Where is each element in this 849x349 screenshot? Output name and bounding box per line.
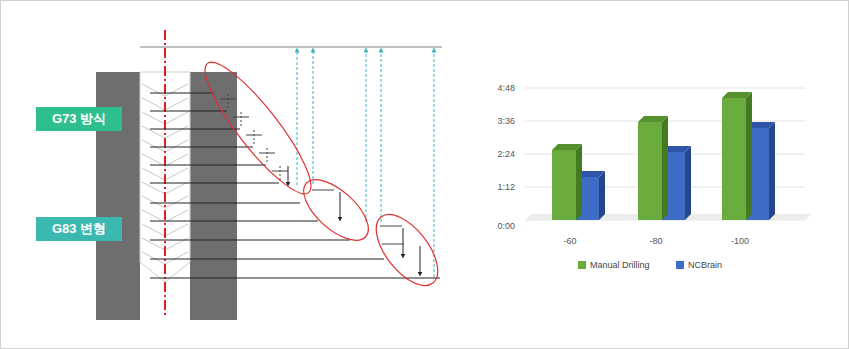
y-tick-label: 1:12 <box>497 182 515 193</box>
x-tick-label: -60 <box>563 236 576 247</box>
y-tick-label: 3:36 <box>497 116 515 127</box>
legend-item: Manual Drilling <box>578 260 650 270</box>
reference-line <box>140 46 442 48</box>
step-stroke <box>150 111 227 112</box>
box-label: G73 방식 <box>52 110 106 128</box>
retract-line <box>434 50 435 277</box>
step-stroke <box>150 240 350 241</box>
retract-line <box>297 50 298 185</box>
bar <box>722 98 746 220</box>
retract-line <box>366 50 367 222</box>
step-stroke <box>340 192 341 219</box>
step-stroke <box>241 112 242 126</box>
peck-steps <box>150 93 440 278</box>
box-label: G83 변형 <box>52 220 106 238</box>
step-stroke <box>150 203 300 204</box>
step-stroke <box>150 165 266 166</box>
step-stroke <box>267 148 268 162</box>
highlight-ellipse <box>365 204 450 296</box>
step-stroke <box>380 226 402 227</box>
retract-line <box>381 50 382 222</box>
step-stroke <box>228 94 229 108</box>
chart-bars <box>552 92 775 220</box>
step-stroke <box>150 93 214 94</box>
centerline <box>164 30 166 318</box>
bar-side <box>662 116 668 220</box>
chart-grid <box>525 88 812 220</box>
bar-side <box>685 146 691 220</box>
legend-item: NCBrain <box>676 260 722 270</box>
legend-swatch <box>578 261 586 269</box>
highlight-ellipse <box>294 169 379 251</box>
bar-side <box>599 171 605 220</box>
step-stroke <box>150 278 440 279</box>
label-box: G73 방식 <box>36 107 122 131</box>
highlight-ellipse <box>192 51 324 205</box>
retract-lines <box>297 50 434 277</box>
gridline <box>525 88 805 89</box>
retract-line <box>313 50 314 184</box>
legend-label: NCBrain <box>688 260 722 270</box>
y-tick-label: 2:24 <box>497 149 515 160</box>
y-tick-label: 4:48 <box>497 83 515 94</box>
step-stroke <box>280 166 281 180</box>
bar-side <box>746 92 752 220</box>
step-stroke <box>150 129 240 130</box>
bar-side <box>576 144 582 220</box>
step-stroke <box>403 228 404 256</box>
label-box: G83 변형 <box>36 217 122 241</box>
step-stroke <box>150 147 253 148</box>
step-stroke <box>150 183 279 184</box>
legend-swatch <box>676 261 684 269</box>
bar-top <box>722 92 752 98</box>
bar <box>638 122 662 220</box>
x-tick-label: -80 <box>649 236 662 247</box>
x-tick-label: -100 <box>731 236 749 247</box>
legend-label: Manual Drilling <box>590 260 650 270</box>
y-tick-label: 0:00 <box>497 221 515 232</box>
workpiece-right <box>190 72 237 320</box>
step-stroke <box>382 244 404 245</box>
step-stroke <box>150 259 384 260</box>
bar-top <box>638 116 668 122</box>
step-stroke <box>420 246 421 274</box>
bar-top <box>552 144 582 150</box>
step-stroke <box>150 221 318 222</box>
bar-side <box>769 122 775 220</box>
bar <box>552 150 576 220</box>
step-stroke <box>254 130 255 144</box>
step-stroke <box>312 190 334 191</box>
step-stroke <box>288 166 289 184</box>
